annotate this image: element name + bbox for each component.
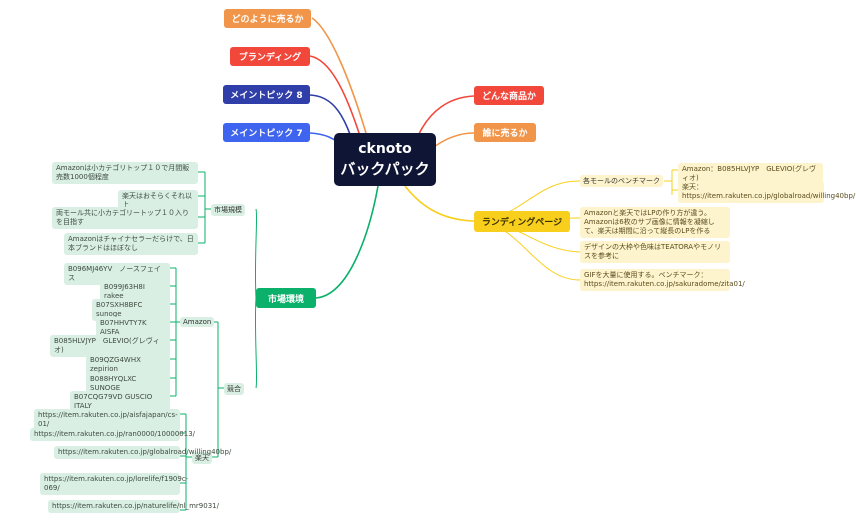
- amazon-competitor[interactable]: B085HLVJYP GLEVIO(グレヴィオ): [50, 335, 170, 357]
- root-node[interactable]: cknoto バックパック: [334, 133, 436, 186]
- market-scale-item[interactable]: Amazonは小カテゴリトップ１０で月間販売数1000個程度: [52, 162, 198, 184]
- competition-rakuten-label[interactable]: 楽天: [192, 452, 212, 464]
- landing-benchmark-rakuten[interactable]: 楽天：https://item.rakuten.co.jp/globalroad…: [678, 181, 855, 203]
- competition-amazon-label[interactable]: Amazon: [180, 317, 215, 327]
- amazon-competitor[interactable]: B07CQG79VD GUSCIO ITALY: [70, 391, 170, 413]
- rakuten-competitor[interactable]: https://item.rakuten.co.jp/naturelife/nl…: [48, 500, 219, 513]
- root-subtitle: バックパック: [340, 160, 430, 178]
- market-scale-item[interactable]: 両モール共に小カテゴリートップ１０入りを目指す: [52, 207, 198, 229]
- topic-what-product[interactable]: どんな商品か: [474, 86, 544, 105]
- amazon-competitor[interactable]: B09QZG4WHX zepirion: [86, 354, 170, 376]
- market-scale-label[interactable]: 市場規模: [211, 204, 245, 216]
- landing-note-design[interactable]: デザインの大枠や色味はTEATORAやモノリスを参考に: [580, 241, 730, 263]
- topic-how-to-sell[interactable]: どのように売るか: [224, 9, 311, 28]
- market-scale-item[interactable]: 楽天はおそらくそれ以上: [118, 190, 198, 212]
- rakuten-competitor[interactable]: https://item.rakuten.co.jp/lorelife/f190…: [40, 473, 188, 495]
- topic-who-to-sell[interactable]: 誰に売るか: [474, 123, 536, 142]
- topic-market[interactable]: 市場環境: [256, 288, 316, 308]
- landing-note-gif[interactable]: GIFを大量に使用する。ベンチマーク：https://item.rakuten.…: [580, 269, 745, 291]
- landing-benchmark-amazon[interactable]: Amazon：B085HLVJYP GLEVIO(グレヴィオ): [678, 163, 823, 185]
- market-scale-item[interactable]: Amazonはチャイナセラーだらけで、日本ブランドはほぼなし: [64, 233, 198, 255]
- market-competition-label[interactable]: 競合: [224, 383, 244, 395]
- topic-landing-page[interactable]: ランディングページ: [474, 211, 570, 232]
- topic-main-8[interactable]: メイントピック 8: [223, 85, 310, 104]
- amazon-competitor[interactable]: B07SXH8BFC sunoge: [92, 299, 170, 321]
- root-title: cknoto: [358, 141, 412, 157]
- rakuten-competitor[interactable]: https://item.rakuten.co.jp/ran0000/10000…: [30, 428, 195, 441]
- topic-main-7[interactable]: メイントピック 7: [223, 123, 310, 142]
- amazon-competitor[interactable]: B096MJ46YV ノースフェイス: [64, 263, 170, 285]
- landing-benchmark-label[interactable]: 各モールのベンチマーク: [580, 175, 663, 187]
- landing-note-lp-difference[interactable]: Amazonと楽天ではLPの作り方が違う。Amazonは6枚のサブ画像に情報を凝…: [580, 207, 730, 238]
- topic-branding[interactable]: ブランディング: [230, 47, 310, 66]
- amazon-competitor[interactable]: B099J63H8I rakee: [100, 281, 170, 303]
- amazon-competitor[interactable]: B07HHVTY7K AISFA: [96, 317, 170, 339]
- rakuten-competitor[interactable]: https://item.rakuten.co.jp/aisfajapan/cs…: [34, 409, 180, 431]
- rakuten-competitor[interactable]: https://item.rakuten.co.jp/globalroad/wi…: [54, 446, 231, 459]
- amazon-competitor[interactable]: B088HYQLXC SUNOGE: [86, 373, 170, 395]
